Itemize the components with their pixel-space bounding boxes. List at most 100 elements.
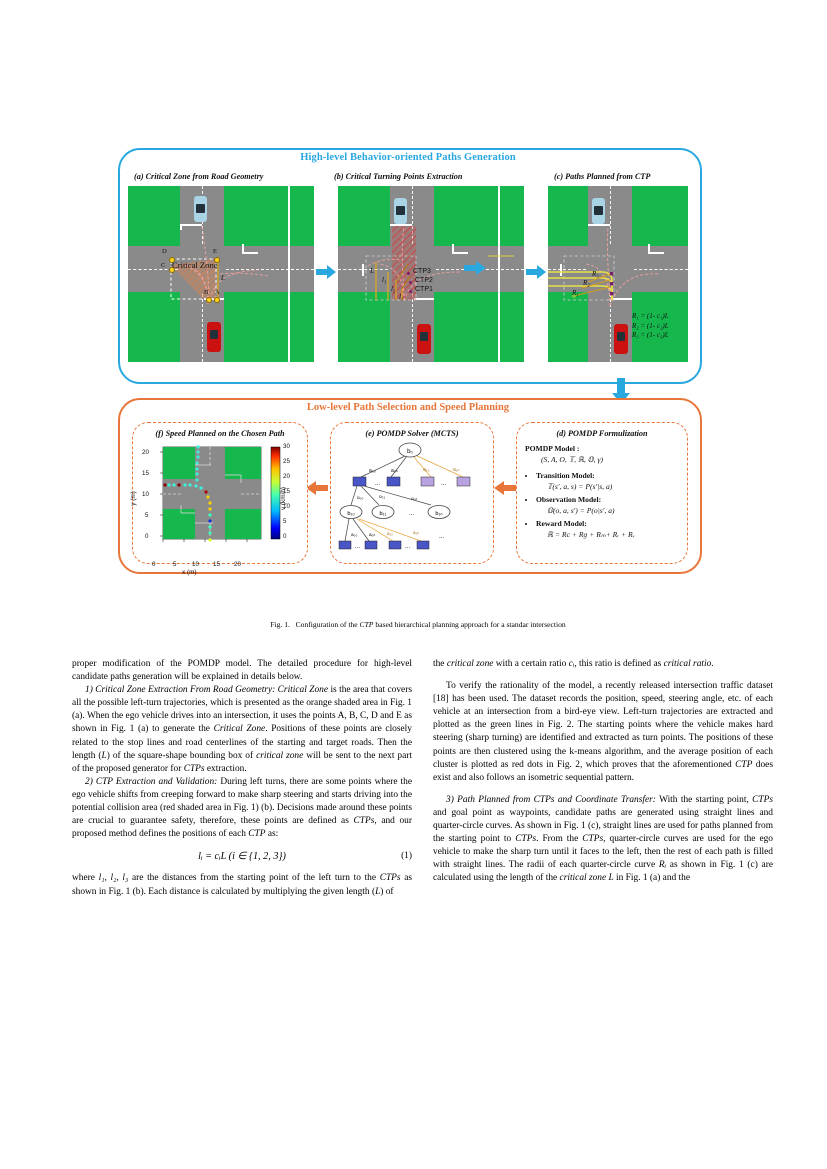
car-blue-c: [592, 198, 605, 224]
ctick-25: 25: [283, 458, 290, 465]
point-B: [206, 297, 212, 303]
car-blue-a: [194, 196, 207, 222]
critical-zone-term-2: Critical Zone: [213, 724, 266, 735]
flow-arrow-b-to-c: [526, 265, 546, 279]
x-axis-title: x (m): [182, 569, 197, 576]
svg-text:a₁ₙ: a₁ₙ: [453, 467, 459, 473]
panel-d-caption: (d) POMDP Formulization: [556, 429, 648, 438]
dist-label-l1: l₁: [399, 293, 404, 301]
panel-d-box: (d) POMDP Formulization POMDP Model : (S…: [516, 422, 688, 564]
panel-b-scene: L l₃ l₂ l₁ CTP3 CTP2 CTP1: [338, 186, 524, 362]
paragraph-left-3: 2) CTP Extraction and Validation: During…: [72, 776, 412, 841]
figure-caption-text-1: Configuration of the: [295, 620, 360, 629]
critical-zone-term-1: Critical Zone: [275, 685, 329, 696]
mcts-tree: b₀ a₀₀ a₀ₙ a₁₀ a₁ₙ ... ... o₀₀: [338, 442, 471, 550]
radius-formula-2: R₂ = (1- c₂)L: [632, 321, 669, 330]
critical-zone-term-4: critical zone: [446, 659, 494, 669]
Ri-symbol: Rᵢ: [658, 860, 667, 871]
panel-e-box: (e) POMDP Solver (MCTS) b₀ a₀₀ a₀ₙ a₁₀: [330, 422, 494, 564]
critical-zone-label: Critical Zone: [172, 260, 218, 270]
car-red-b: [417, 324, 431, 354]
observation-model-item: Observation Model: 𝕆(o, a, s′) = P(o|s′,…: [536, 494, 681, 516]
blue-arrow-b: [464, 261, 486, 275]
dist-label-l2: l₂: [391, 285, 396, 293]
ytick-20: 20: [142, 449, 149, 456]
point-label-B: B: [204, 289, 209, 296]
svg-text:...: ...: [439, 534, 444, 540]
ctick-10: 10: [283, 503, 290, 510]
panel-f-caption: (f) Speed Planned on the Chosen Path: [155, 429, 285, 438]
flow-arrow-high-to-low: [612, 378, 630, 404]
sep-1: ,: [104, 873, 111, 884]
panel-a-caption: (a) Critical Zone from Road Geometry: [134, 172, 264, 181]
paragraph-right-2: To verify the rationality of the model, …: [433, 680, 773, 785]
flow-arrow-a-to-b: [316, 265, 336, 279]
ctp3-dot: [407, 272, 410, 275]
dist-label-l3: l₃: [382, 276, 387, 284]
point-label-A: A: [215, 289, 220, 296]
svg-text:a₀ₙ: a₀ₙ: [391, 468, 398, 474]
svg-text:...: ...: [355, 544, 360, 550]
ctps-term-4: CTPs: [752, 794, 774, 805]
ctp-term-1: CTP: [248, 829, 266, 840]
figure-1: High-level Behavior-oriented Paths Gener…: [118, 140, 718, 590]
svg-text:...: ...: [375, 481, 380, 487]
paragraph-left-2-d: . Positions of these points are closely …: [72, 724, 412, 761]
l3-symbol: l₃: [122, 873, 129, 884]
svg-text:a₁₀: a₁₀: [423, 467, 430, 473]
panel-c-caption: (c) Paths Planned from CTP: [554, 172, 651, 181]
ctps-term-2: CTPs: [353, 816, 375, 827]
equation-1-row: lᵢ = cᵢL (i ∈ {1, 2, 3}) (1): [72, 850, 412, 863]
panel-f-box: (f) Speed Planned on the Chosen Path: [129, 422, 308, 576]
ctick-15: 15: [283, 488, 290, 495]
xtick-5: 5: [173, 561, 177, 568]
paragraph-right-3-d: , quarter-circle curves are used for the…: [433, 834, 773, 871]
ctick-20: 20: [283, 473, 290, 480]
pomdp-model-tuple: (S, A, O, 𝕋, ℝ, 𝕆, γ): [541, 455, 603, 464]
xtick-10: 10: [192, 561, 199, 568]
transition-model-eq: 𝕋(s′, a, s) = P(s′|s, a): [547, 482, 613, 491]
low-level-title: Low-level Path Selection and Speed Plann…: [306, 402, 510, 413]
critical-ratio-term: critical ratio: [663, 659, 712, 669]
svg-text:o₀₁: o₀₁: [379, 494, 385, 499]
ci-symbol: cᵢ: [568, 659, 575, 669]
svg-text:o₀ₙ: o₀ₙ: [411, 496, 417, 501]
reward-model-item: Reward Model: ℝ = Rс + Rɡ + Rₘ+ Rᵣ + Rᵥ: [536, 518, 681, 540]
xtick-15: 15: [213, 561, 220, 568]
length-symbol-L-2: L: [375, 886, 381, 897]
figure-caption-number: Fig. 1.: [270, 620, 290, 629]
svg-text:a₀ₙ: a₀ₙ: [369, 532, 375, 537]
reward-model-eq: ℝ = Rс + Rɡ + Rₘ+ Rᵣ + Rᵥ: [547, 530, 635, 539]
l1-symbol: l₁: [98, 873, 105, 884]
svg-text:...: ...: [409, 511, 414, 517]
paragraph-left-2: 1) Critical Zone Extraction From Road Ge…: [72, 684, 412, 776]
colorbar-title: v (km/h): [280, 486, 288, 511]
ctp1-dot: [409, 290, 412, 293]
ctps-term-3: CTPs: [379, 873, 401, 884]
flow-arrow-d-to-e: [494, 481, 516, 495]
reward-model-name: Reward Model:: [536, 519, 587, 528]
paragraph-left-2-g: will be sent to the next part of the pro…: [72, 750, 413, 774]
paragraph-left-3-b: , and our proposed method defines the po…: [72, 816, 412, 840]
y-axis-title: y (m): [129, 491, 137, 506]
paragraph-left-3-c: as:: [265, 829, 279, 840]
length-label-L: L: [221, 274, 225, 282]
paragraph-right-1: the critical zone with a certain ratio c…: [433, 658, 773, 671]
panel-b-caption: (b) Critical Turning Points Extraction: [334, 172, 463, 181]
body-column-right: the critical zone with a certain ratio c…: [433, 658, 773, 886]
xtick-20: 20: [234, 561, 241, 568]
radius-label-R3: R₃: [592, 270, 599, 278]
pomdp-model-title: POMDP Model :: [525, 444, 580, 453]
car-red-a: [207, 322, 221, 352]
ctps-term-5: CTPs: [515, 834, 537, 845]
car-red-c: [614, 324, 628, 354]
paragraph-right-3-b: and goal point as waypoints, candidate p…: [433, 807, 773, 845]
flow-arrow-e-to-f: [306, 481, 328, 495]
l2-symbol: l₂: [110, 873, 117, 884]
paragraph-left-1: proper modification of the POMDP model. …: [72, 659, 412, 683]
point-label-E: E: [213, 248, 218, 255]
equation-1-number: (1): [401, 851, 412, 862]
figure-caption-math: CTP: [359, 620, 374, 629]
panel-b-overlay: [365, 225, 514, 302]
